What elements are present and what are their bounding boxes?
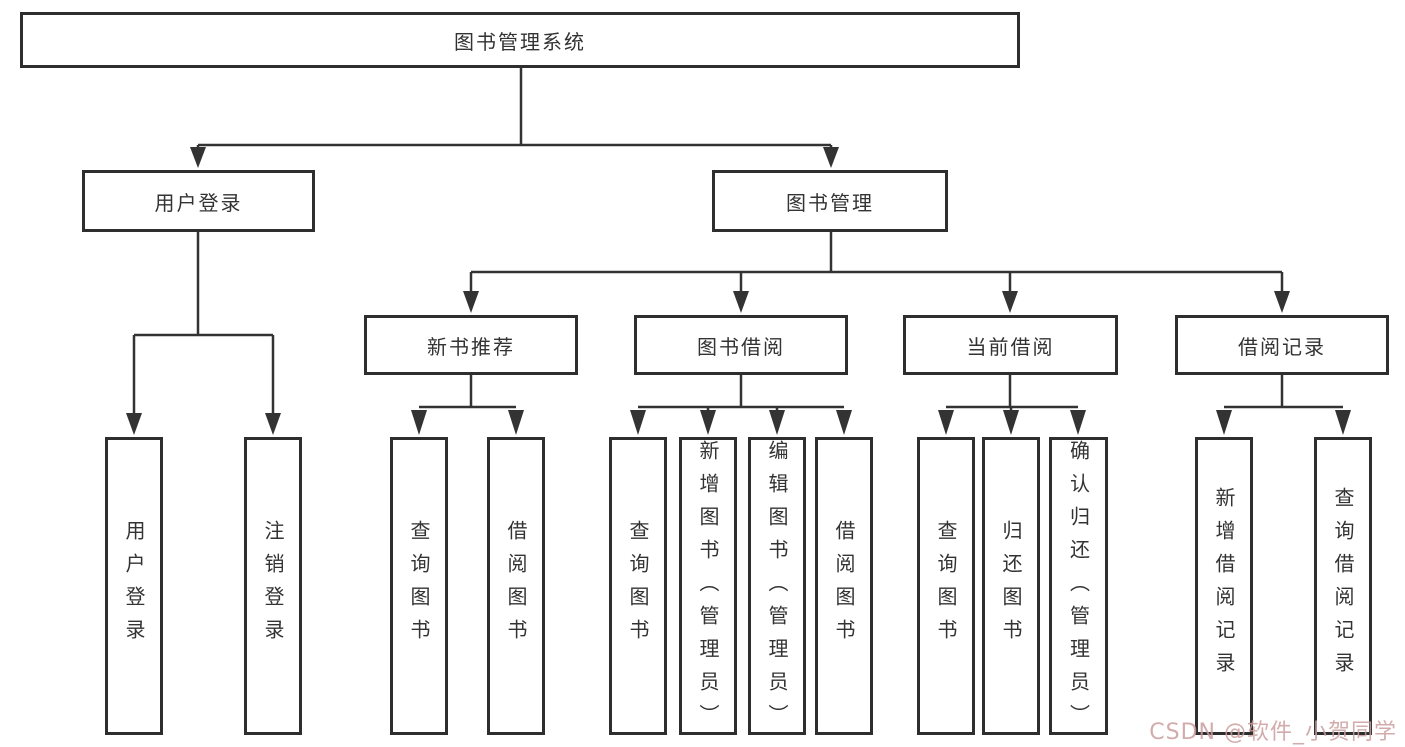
- leaf-logout: 注销登录: [244, 437, 302, 735]
- leaf-current-confirm-label: 确认归还（管理员）: [1066, 440, 1091, 737]
- leaf-borrow-edit-label: 编辑图书（管理员）: [765, 440, 789, 737]
- leaf-user-login-label: 用户登录: [122, 520, 146, 652]
- node-root-label: 图书管理系统: [454, 29, 586, 54]
- leaf-user-login: 用户登录: [105, 437, 163, 735]
- leaf-borrow-query-label: 查询图书: [626, 520, 650, 652]
- leaf-recommend-borrow-label: 借阅图书: [504, 520, 528, 652]
- node-book-manage-label: 图书管理: [786, 190, 874, 215]
- leaf-recommend-query: 查询图书: [390, 437, 448, 735]
- node-book-borrow: 图书借阅: [634, 315, 848, 375]
- arrowheads: [126, 147, 1351, 435]
- node-borrow-record: 借阅记录: [1175, 315, 1389, 375]
- leaf-borrow-borrow-label: 借阅图书: [832, 520, 856, 652]
- leaf-borrow-borrow: 借阅图书: [815, 437, 873, 735]
- node-root: 图书管理系统: [20, 12, 1020, 68]
- leaf-current-return-label: 归还图书: [999, 520, 1023, 652]
- leaf-logout-label: 注销登录: [261, 520, 285, 652]
- node-user-login-label: 用户登录: [154, 190, 243, 215]
- node-book-manage: 图书管理: [712, 170, 948, 232]
- node-new-book-recommend: 新书推荐: [364, 315, 578, 375]
- node-current-borrow-label: 当前借阅: [966, 334, 1055, 359]
- leaf-recommend-query-label: 查询图书: [407, 520, 431, 652]
- leaf-borrow-query: 查询图书: [609, 437, 667, 735]
- leaf-borrow-edit: 编辑图书（管理员）: [748, 437, 806, 737]
- leaf-record-query: 查询借阅记录: [1314, 437, 1372, 735]
- leaf-record-add-label: 新增借阅记录: [1212, 487, 1236, 685]
- node-book-borrow-label: 图书借阅: [697, 334, 785, 359]
- leaf-current-return: 归还图书: [982, 437, 1040, 735]
- watermark: CSDN @软件_小贺同学: [1149, 720, 1397, 745]
- leaf-recommend-borrow: 借阅图书: [487, 437, 545, 735]
- leaf-record-add: 新增借阅记录: [1195, 437, 1253, 735]
- leaf-current-query: 查询图书: [917, 437, 975, 735]
- leaf-record-query-label: 查询借阅记录: [1331, 487, 1355, 685]
- leaf-current-confirm: 确认归还（管理员）: [1049, 437, 1108, 737]
- node-borrow-record-label: 借阅记录: [1238, 334, 1326, 359]
- node-user-login: 用户登录: [82, 170, 315, 232]
- node-new-book-recommend-label: 新书推荐: [427, 334, 515, 359]
- node-current-borrow: 当前借阅: [903, 315, 1118, 375]
- leaf-borrow-add-label: 新增图书（管理员）: [696, 440, 720, 737]
- leaf-current-query-label: 查询图书: [934, 520, 958, 652]
- leaf-borrow-add: 新增图书（管理员）: [679, 437, 737, 737]
